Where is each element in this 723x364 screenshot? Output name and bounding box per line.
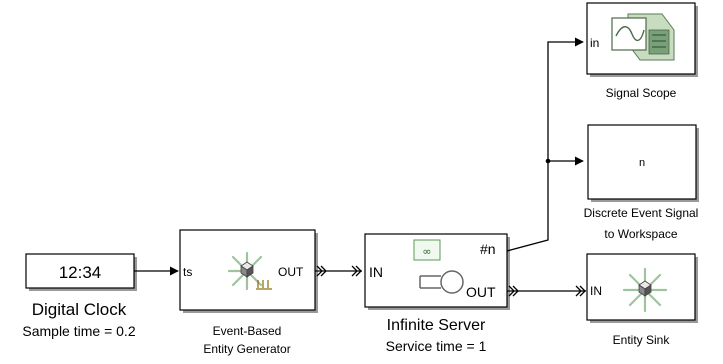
generator-out-port-label: OUT xyxy=(278,265,304,279)
generator-ts-port-label: ts xyxy=(183,265,192,279)
scope-in-port-label: in xyxy=(590,36,599,50)
generator-to-server-line[interactable] xyxy=(315,265,362,277)
server-to-sink-line[interactable] xyxy=(507,285,586,297)
infinite-server-label: Infinite Server xyxy=(387,317,486,334)
digital-clock-block[interactable]: 12:34 xyxy=(25,253,137,291)
digital-clock-param: Sample time = 0.2 xyxy=(22,323,135,339)
signal-scope-icon xyxy=(611,13,675,61)
server-in-port-label: IN xyxy=(369,264,383,280)
signal-scope-label: Signal Scope xyxy=(606,86,677,100)
svg-text:∞: ∞ xyxy=(422,245,431,258)
server-count-port-label: #n xyxy=(480,241,496,257)
entity-generator-icon xyxy=(227,251,272,291)
entity-generator-label-line1: Event-Based xyxy=(213,324,282,338)
entity-sink-block[interactable]: IN xyxy=(586,253,698,323)
entity-generator-label-line2: Entity Generator xyxy=(203,342,290,356)
infinite-server-block[interactable]: IN #n OUT ∞ xyxy=(364,233,510,310)
signal-scope-block[interactable]: in xyxy=(586,2,698,77)
sink-in-port-label: IN xyxy=(590,284,602,298)
server-out-port-label: OUT xyxy=(466,284,496,300)
count-signal-line[interactable] xyxy=(506,37,584,252)
digital-clock-label: Digital Clock xyxy=(32,300,127,319)
digital-clock-display: 12:34 xyxy=(59,263,102,282)
entity-generator-block[interactable]: ts OUT xyxy=(179,229,318,313)
entity-sink-icon xyxy=(622,267,668,313)
workspace-variable-name: n xyxy=(639,157,645,169)
infinite-server-icon: ∞ xyxy=(413,239,464,294)
infinite-server-param: Service time = 1 xyxy=(386,338,487,354)
workspace-label-line2: to Workspace xyxy=(604,227,677,241)
workspace-block[interactable]: n xyxy=(587,124,699,202)
entity-sink-label: Entity Sink xyxy=(613,333,671,347)
workspace-label-line1: Discrete Event Signal xyxy=(584,206,699,220)
